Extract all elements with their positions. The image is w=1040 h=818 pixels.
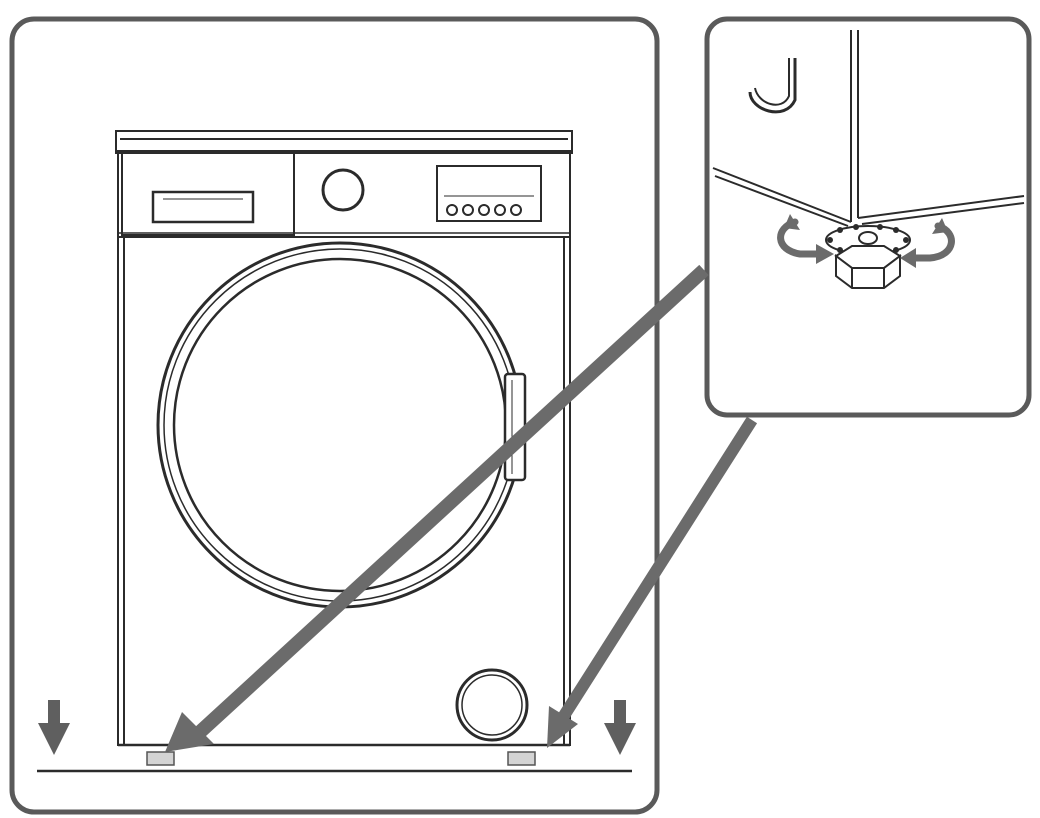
rotate-arrow-left-head bbox=[816, 244, 834, 264]
detergent-drawer bbox=[121, 152, 295, 236]
button-row bbox=[446, 204, 522, 216]
down-arrow-right-icon bbox=[604, 700, 636, 755]
front-foot-right bbox=[507, 751, 536, 766]
filter-hatch bbox=[455, 668, 529, 742]
callout-arrow-right bbox=[547, 416, 758, 748]
front-foot-left bbox=[146, 751, 175, 766]
callout-arrow-left bbox=[165, 264, 709, 752]
door-handle bbox=[503, 372, 527, 482]
rotate-arrow-right-head bbox=[900, 248, 916, 268]
program-dial bbox=[321, 168, 365, 212]
machine-top bbox=[115, 130, 573, 154]
adjustable-foot-icon bbox=[825, 224, 911, 289]
drawer-handle bbox=[151, 190, 255, 224]
down-arrow-left-icon bbox=[38, 700, 70, 755]
machine-corner-closeup bbox=[712, 30, 1025, 227]
main-panel-frame bbox=[9, 16, 660, 815]
display-panel bbox=[436, 165, 542, 222]
